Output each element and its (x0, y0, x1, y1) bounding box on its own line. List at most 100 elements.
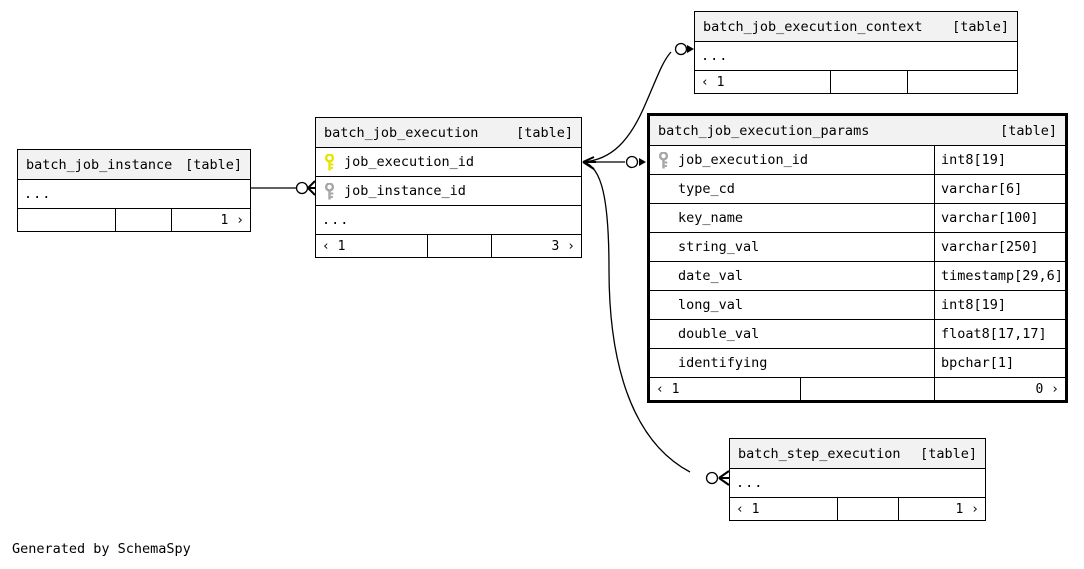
column-label: job_execution_id (678, 152, 809, 168)
column-name-cell: identifying (650, 349, 934, 377)
table-batch_job_execution_context[interactable]: batch_job_execution_context [table]... ‹ 1 (694, 11, 1018, 94)
foreign-key-icon (323, 182, 336, 200)
table-row[interactable]: date_val timestamp[29,6] (650, 262, 1065, 291)
column-name-cell: ... (730, 469, 985, 497)
column-label: job_execution_id (344, 154, 475, 170)
table-row[interactable]: ... (730, 469, 985, 498)
footer-next-cell[interactable]: 1 › (171, 209, 250, 231)
column-name-cell: long_val (650, 291, 934, 319)
table-batch_job_instance[interactable]: batch_job_instance [table]... 1 › (17, 149, 251, 232)
column-label: date_val (678, 268, 744, 284)
footer-prev-cell (18, 209, 115, 231)
footer-prev-cell[interactable]: ‹ 1 (322, 238, 346, 254)
column-label: type_cd (678, 181, 735, 197)
footer-next-cell[interactable]: 1 › (898, 498, 985, 520)
connector-circle-params (625, 155, 639, 169)
column-name-cell: ... (695, 42, 1017, 70)
table-footer-batch_job_instance: 1 › (18, 209, 250, 231)
column-type-cell: float8[17,17] (934, 320, 1065, 348)
table-batch_job_execution[interactable]: batch_job_execution [table] job_execution_… (315, 117, 582, 258)
table-row[interactable]: identifying bpchar[1] (650, 349, 1065, 378)
arrow-params (639, 158, 646, 166)
table-row[interactable]: ... (316, 206, 581, 235)
column-label: key_name (678, 210, 744, 226)
table-row[interactable]: long_val int8[19] (650, 291, 1065, 320)
footer-prev-cell[interactable]: ‹ 1 (736, 501, 760, 517)
table-type-tag: [table] (920, 445, 977, 462)
column-type-cell: timestamp[29,6] (934, 262, 1065, 290)
table-footer-batch_job_execution: ‹ 1 3 › (316, 235, 581, 257)
table-row[interactable]: type_cd varchar[6] (650, 175, 1065, 204)
table-title: batch_job_execution_context (703, 18, 923, 35)
connector-circle-instance (295, 181, 309, 195)
crowsfoot-execution-right (582, 156, 596, 170)
column-label: double_val (678, 326, 760, 342)
column-type-cell: varchar[250] (934, 233, 1065, 261)
column-label: identifying (678, 355, 768, 371)
table-type-tag: [table] (1000, 122, 1057, 139)
footer-middle-cell (837, 498, 898, 520)
column-name-cell: job_execution_id (316, 148, 581, 176)
table-footer-batch_job_execution_params: ‹ 1 0 › (650, 378, 1065, 400)
table-header-batch_job_execution_context: batch_job_execution_context [table] (695, 12, 1017, 42)
column-type-cell: int8[19] (934, 291, 1065, 319)
table-type-tag: [table] (516, 124, 573, 141)
table-title: batch_job_execution (324, 124, 479, 141)
table-footer-batch_job_execution_context: ‹ 1 (695, 71, 1017, 93)
column-name-cell: type_cd (650, 175, 934, 203)
table-row[interactable]: string_val varchar[250] (650, 233, 1065, 262)
footer-prev-cell[interactable]: ‹ 1 (656, 381, 680, 397)
footer-middle-cell (427, 235, 491, 257)
table-batch_job_execution_params[interactable]: batch_job_execution_params [table] job_exe… (647, 113, 1068, 403)
footer-middle-cell (800, 378, 934, 400)
footer-next-cell[interactable]: 3 › (491, 235, 581, 257)
crowsfoot-step (718, 470, 730, 486)
column-name-cell: job_instance_id (316, 177, 581, 205)
connector-circle-context (674, 42, 688, 56)
column-label: ... (24, 186, 52, 202)
column-label: long_val (678, 297, 744, 313)
footer-middle-cell (830, 71, 907, 93)
table-title: batch_job_instance (26, 156, 173, 173)
table-row[interactable]: key_name varchar[100] (650, 204, 1065, 233)
table-header-batch_job_execution_params: batch_job_execution_params [table] (650, 116, 1065, 146)
column-name-cell: job_execution_id (650, 146, 934, 174)
foreign-key-icon (657, 151, 670, 169)
table-batch_step_execution[interactable]: batch_step_execution [table]... ‹ 1 1 › (729, 438, 986, 521)
table-row[interactable]: ... (695, 42, 1017, 71)
column-label: string_val (678, 239, 760, 255)
column-label: ... (322, 212, 350, 228)
table-header-batch_job_instance: batch_job_instance [table] (18, 150, 250, 180)
footer-prev-cell[interactable]: ‹ 1 (701, 74, 725, 90)
table-row[interactable]: double_val float8[17,17] (650, 320, 1065, 349)
generator-credit: Generated by SchemaSpy (12, 541, 191, 557)
column-label: ... (701, 48, 729, 64)
table-footer-batch_step_execution: ‹ 1 1 › (730, 498, 985, 520)
table-type-tag: [table] (952, 18, 1009, 35)
column-type-cell: varchar[100] (934, 204, 1065, 232)
footer-middle-cell (115, 209, 171, 231)
table-header-batch_step_execution: batch_step_execution [table] (730, 439, 985, 469)
column-name-cell: double_val (650, 320, 934, 348)
table-title: batch_step_execution (738, 445, 901, 462)
table-title: batch_job_execution_params (658, 122, 870, 139)
table-row[interactable]: job_instance_id (316, 177, 581, 206)
column-type-cell: varchar[6] (934, 175, 1065, 203)
footer-next-cell[interactable]: 0 › (934, 378, 1065, 400)
column-name-cell: date_val (650, 262, 934, 290)
column-name-cell: ... (316, 206, 581, 234)
footer-next-cell (907, 71, 1017, 93)
connector-circle-step (705, 471, 719, 485)
table-row[interactable]: ... (18, 180, 250, 209)
column-type-cell: bpchar[1] (934, 349, 1065, 377)
crowsfoot-execution-left (307, 180, 316, 196)
column-name-cell: key_name (650, 204, 934, 232)
table-row[interactable]: job_execution_id (316, 148, 581, 177)
column-label: ... (736, 475, 764, 491)
arrow-context (687, 45, 694, 53)
table-type-tag: [table] (185, 156, 242, 173)
column-label: job_instance_id (344, 183, 466, 199)
primary-key-icon (323, 153, 336, 171)
